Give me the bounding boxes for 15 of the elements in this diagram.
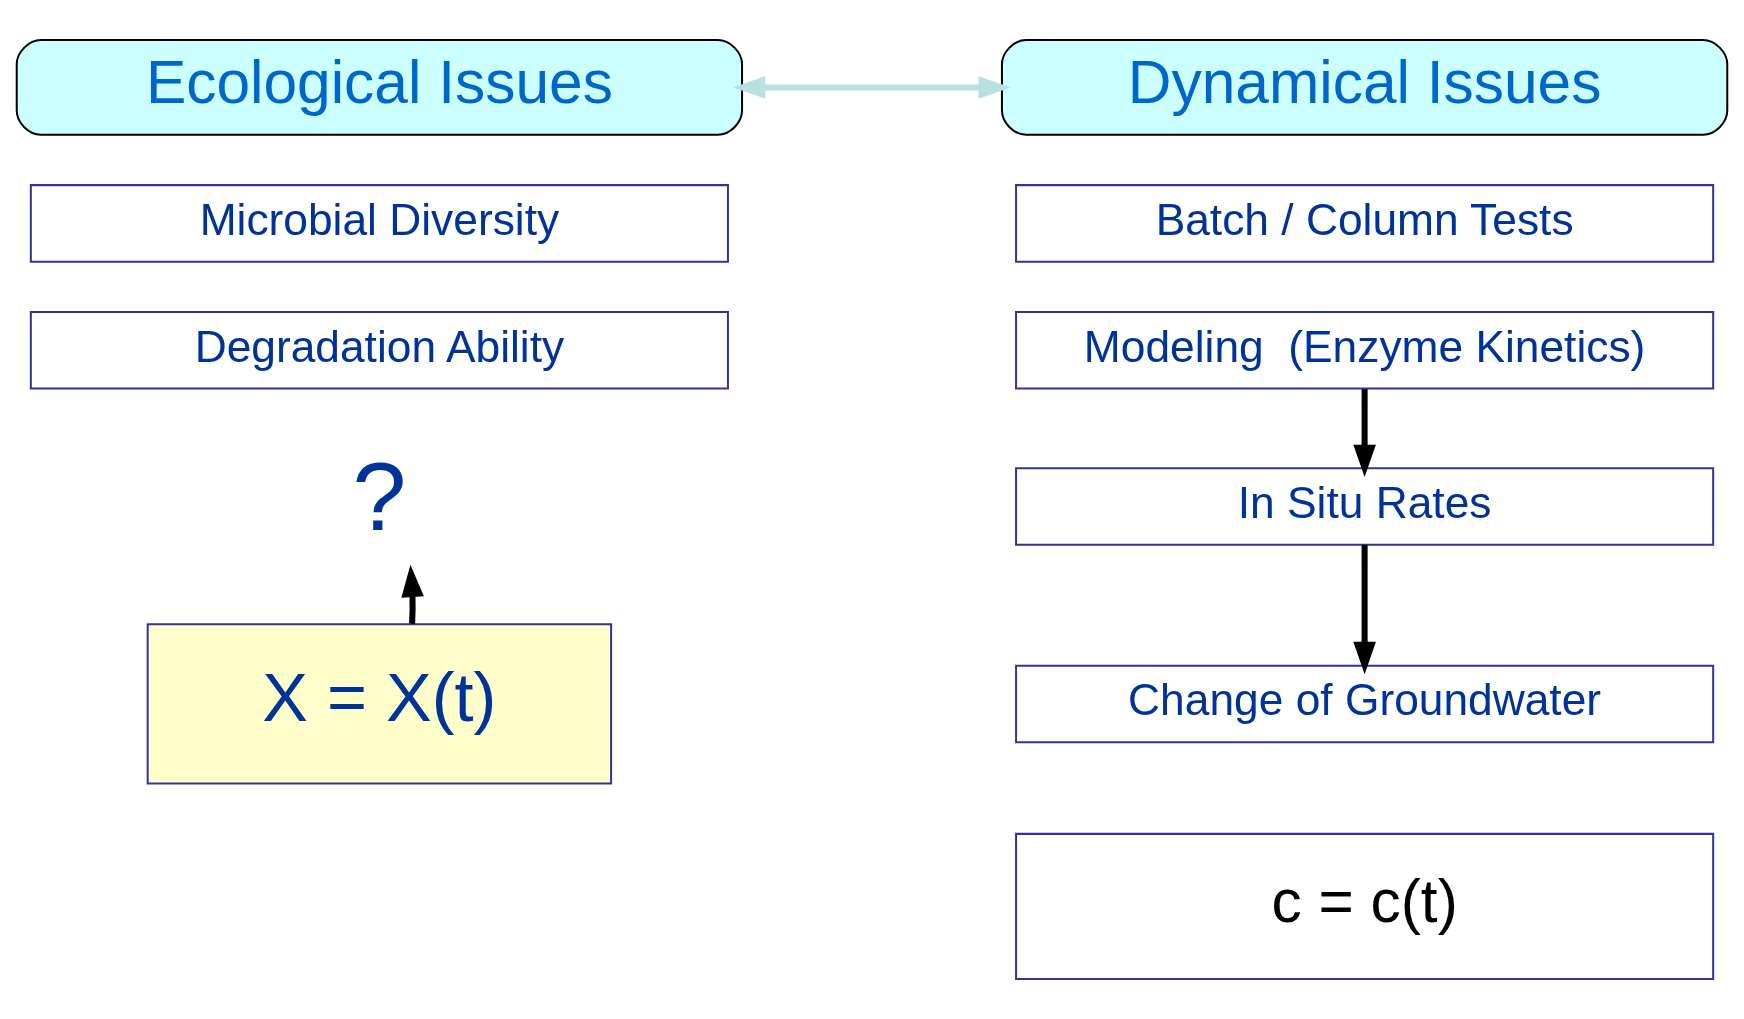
- arrow: [1353, 544, 1376, 675]
- arrow: [1353, 389, 1376, 478]
- node-box: Change of Groundwater: [1015, 664, 1715, 744]
- node-box: In Situ Rates: [1015, 467, 1715, 546]
- node-box: Dynamical Issues: [1000, 39, 1729, 136]
- node-box: Degradation Ability: [29, 311, 729, 390]
- node-box: c = c(t): [1015, 832, 1715, 980]
- node-box: Modeling (Enzyme Kinetics): [1015, 311, 1715, 390]
- node-box: Microbial Diversity: [29, 184, 729, 263]
- node-text: ?: [352, 442, 407, 551]
- node-box: Ecological Issues: [15, 39, 744, 136]
- node-box: X = X(t): [146, 623, 613, 785]
- node-box: Batch / Column Tests: [1015, 184, 1715, 263]
- arrow: [401, 564, 424, 624]
- arrow: [732, 76, 1011, 99]
